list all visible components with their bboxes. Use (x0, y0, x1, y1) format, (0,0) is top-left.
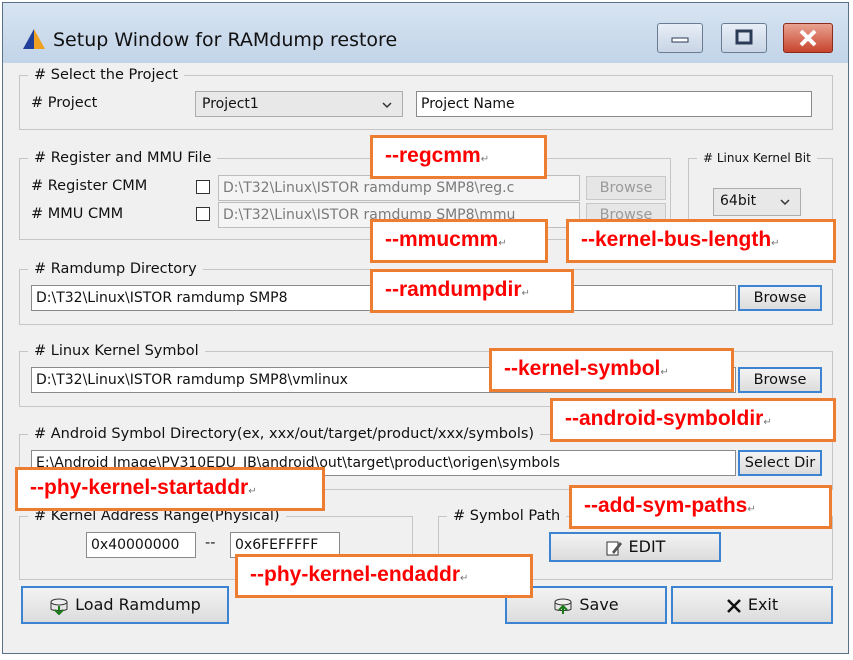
end-address-input[interactable]: 0x6FEFFFFF (230, 532, 340, 558)
edit-symbol-path-button[interactable]: EDIT (549, 532, 721, 562)
ramdump-directory-legend: # Ramdump Directory (28, 261, 203, 278)
register-browse-button[interactable]: Browse (586, 176, 666, 200)
return-mark: ↵ (763, 417, 772, 428)
return-mark: ↵ (660, 367, 669, 378)
close-icon (799, 29, 817, 47)
address-separator: -- (205, 535, 216, 551)
edit-icon (606, 541, 622, 555)
return-mark: ↵ (521, 288, 530, 299)
return-mark: ↵ (248, 486, 257, 497)
annotation-regcmm-text: --regcmm (385, 144, 481, 167)
triangle-app-icon (23, 29, 45, 49)
annotation-android-symboldir-text: --android-symboldir (565, 407, 764, 430)
load-ramdump-button[interactable]: Load Ramdump (21, 586, 229, 624)
exit-button[interactable]: Exit (671, 586, 833, 624)
chevron-down-icon (780, 199, 790, 206)
load-icon (50, 598, 68, 615)
save-label: Save (579, 595, 619, 614)
annotation-phy-kernel-startaddr: --phy-kernel-startaddr↵ (15, 467, 325, 511)
maximize-button[interactable] (721, 23, 767, 53)
address-range-group: # Kernel Address Range(Physical) (19, 508, 413, 580)
ramdump-directory-group: # Ramdump Directory (19, 261, 833, 325)
close-x-icon (726, 598, 741, 613)
register-cmm-label: # Register CMM (31, 178, 148, 194)
start-address-input[interactable]: 0x40000000 (86, 532, 196, 558)
symbol-path-legend: # Symbol Path (447, 508, 567, 525)
ramdump-browse-button[interactable]: Browse (738, 285, 822, 311)
annotation-phy-kernel-endaddr-text: --phy-kernel-endaddr (250, 563, 461, 586)
project-select[interactable]: Project1 (195, 91, 403, 117)
mmu-cmm-label: # MMU CMM (31, 206, 124, 222)
annotation-mmucmm-text: --mmucmm (385, 228, 499, 251)
annotation-kernel-bus-length-text: --kernel-bus-length (581, 228, 772, 251)
project-select-value: Project1 (202, 96, 259, 112)
save-icon (554, 598, 572, 614)
annotation-phy-kernel-startaddr-text: --phy-kernel-startaddr (30, 476, 249, 499)
address-range-legend: # Kernel Address Range(Physical) (28, 508, 286, 525)
register-mmu-group: # Register and MMU File (19, 150, 671, 240)
kernel-symbol-group: # Linux Kernel Symbol (19, 343, 833, 407)
annotation-ramdumpdir-text: --ramdumpdir (385, 278, 522, 301)
minimize-button[interactable] (657, 23, 703, 53)
register-cmm-checkbox[interactable] (196, 180, 210, 194)
save-button[interactable]: Save (505, 586, 667, 624)
annotation-ramdumpdir: --ramdumpdir↵ (370, 269, 574, 313)
android-symbol-group: # Android Symbol Directory(ex, xxx/out/t… (19, 426, 833, 490)
exit-label: Exit (747, 595, 779, 614)
project-group-legend: # Select the Project (28, 67, 185, 84)
kernel-symbol-legend: # Linux Kernel Symbol (28, 343, 205, 360)
mmu-cmm-checkbox[interactable] (196, 207, 210, 221)
kernel-symbol-browse-button[interactable]: Browse (738, 367, 822, 393)
annotation-kernel-bus-length: --kernel-bus-length↵ (566, 219, 836, 263)
annotation-kernel-symbol: --kernel-symbol↵ (489, 348, 734, 392)
kernel-bit-select[interactable]: 64bit (713, 188, 801, 216)
project-name-input[interactable]: Project Name (416, 91, 812, 117)
return-mark: ↵ (747, 504, 756, 515)
project-group: # Select the Project (19, 67, 833, 130)
title-bar[interactable]: Setup Window for RAMdump restore (3, 3, 848, 63)
android-symbol-legend: # Android Symbol Directory(ex, xxx/out/t… (28, 426, 541, 443)
annotation-mmucmm: --mmucmm↵ (370, 219, 548, 263)
annotation-regcmm: --regcmm↵ (370, 135, 547, 179)
select-dir-button[interactable]: Select Dir (738, 450, 822, 476)
annotation-phy-kernel-endaddr: --phy-kernel-endaddr↵ (235, 554, 533, 598)
minimize-icon (671, 37, 689, 43)
return-mark: ↵ (498, 238, 507, 249)
return-mark: ↵ (460, 573, 469, 584)
register-cmm-path-input[interactable]: D:\T32\Linux\ISTOR ramdump SMP8\reg.c (218, 175, 580, 201)
annotation-add-sym-paths: --add-sym-paths↵ (569, 485, 832, 529)
project-label: # Project (31, 95, 98, 111)
annotation-kernel-symbol-text: --kernel-symbol (504, 357, 661, 380)
return-mark: ↵ (480, 154, 490, 165)
load-ramdump-label: Load Ramdump (75, 595, 201, 614)
annotation-android-symboldir: --android-symboldir↵ (550, 398, 836, 442)
register-mmu-group-legend: # Register and MMU File (28, 150, 218, 167)
kernel-bit-group-legend: # Linux Kernel Bit (697, 150, 817, 167)
window-title: Setup Window for RAMdump restore (53, 29, 398, 51)
chevron-down-icon (382, 102, 392, 109)
annotation-add-sym-paths-text: --add-sym-paths (584, 494, 748, 517)
kernel-bit-select-value: 64bit (720, 193, 757, 209)
maximize-icon (735, 29, 753, 45)
edit-button-label: EDIT (628, 537, 666, 556)
return-mark: ↵ (771, 238, 780, 249)
close-button[interactable] (783, 23, 833, 53)
